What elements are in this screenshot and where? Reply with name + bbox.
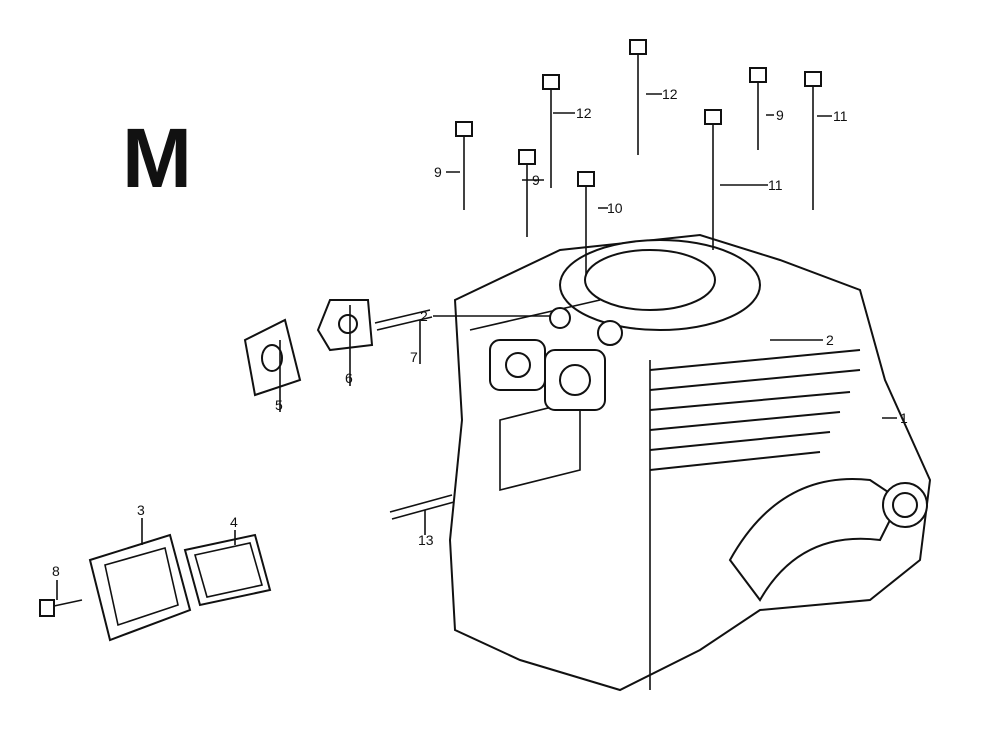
gasket-4 <box>183 533 272 607</box>
callout-13: 13 <box>418 532 434 548</box>
bolt-11a <box>704 109 722 250</box>
callout-11: 11 <box>833 108 848 124</box>
bolt-9b <box>518 149 536 237</box>
stud-7 <box>374 309 433 331</box>
bolt-11b <box>804 71 822 210</box>
bolt-8 <box>39 599 83 617</box>
cover-3 <box>88 533 192 642</box>
callout-4: 4 <box>230 514 238 530</box>
callout-1: 1 <box>900 410 908 426</box>
callout-3: 3 <box>137 502 145 518</box>
callout-9: 9 <box>532 172 540 188</box>
leader-lines <box>56 93 897 600</box>
bolt-12a <box>542 74 560 188</box>
bolt-12b <box>629 39 647 155</box>
callout-2: 2 <box>420 308 428 324</box>
stud-13 <box>389 494 455 520</box>
bolt-9c <box>749 67 767 150</box>
bolt-10 <box>577 171 595 275</box>
callout-9: 9 <box>776 107 784 123</box>
callout-12: 12 <box>576 105 592 121</box>
gasket-5 <box>243 318 302 397</box>
cylinder-block <box>448 233 932 692</box>
callout-9: 9 <box>434 164 442 180</box>
callout-10: 10 <box>607 200 623 216</box>
insulator-6 <box>316 299 374 352</box>
callout-11: 11 <box>768 177 783 193</box>
callout-12: 12 <box>662 86 678 102</box>
callout-5: 5 <box>275 397 283 413</box>
section-letter: M <box>122 111 192 205</box>
callout-7: 7 <box>410 349 418 365</box>
callout-2: 2 <box>826 332 834 348</box>
callout-6: 6 <box>345 370 353 386</box>
callout-8: 8 <box>52 563 60 579</box>
bolt-9a <box>455 121 473 210</box>
